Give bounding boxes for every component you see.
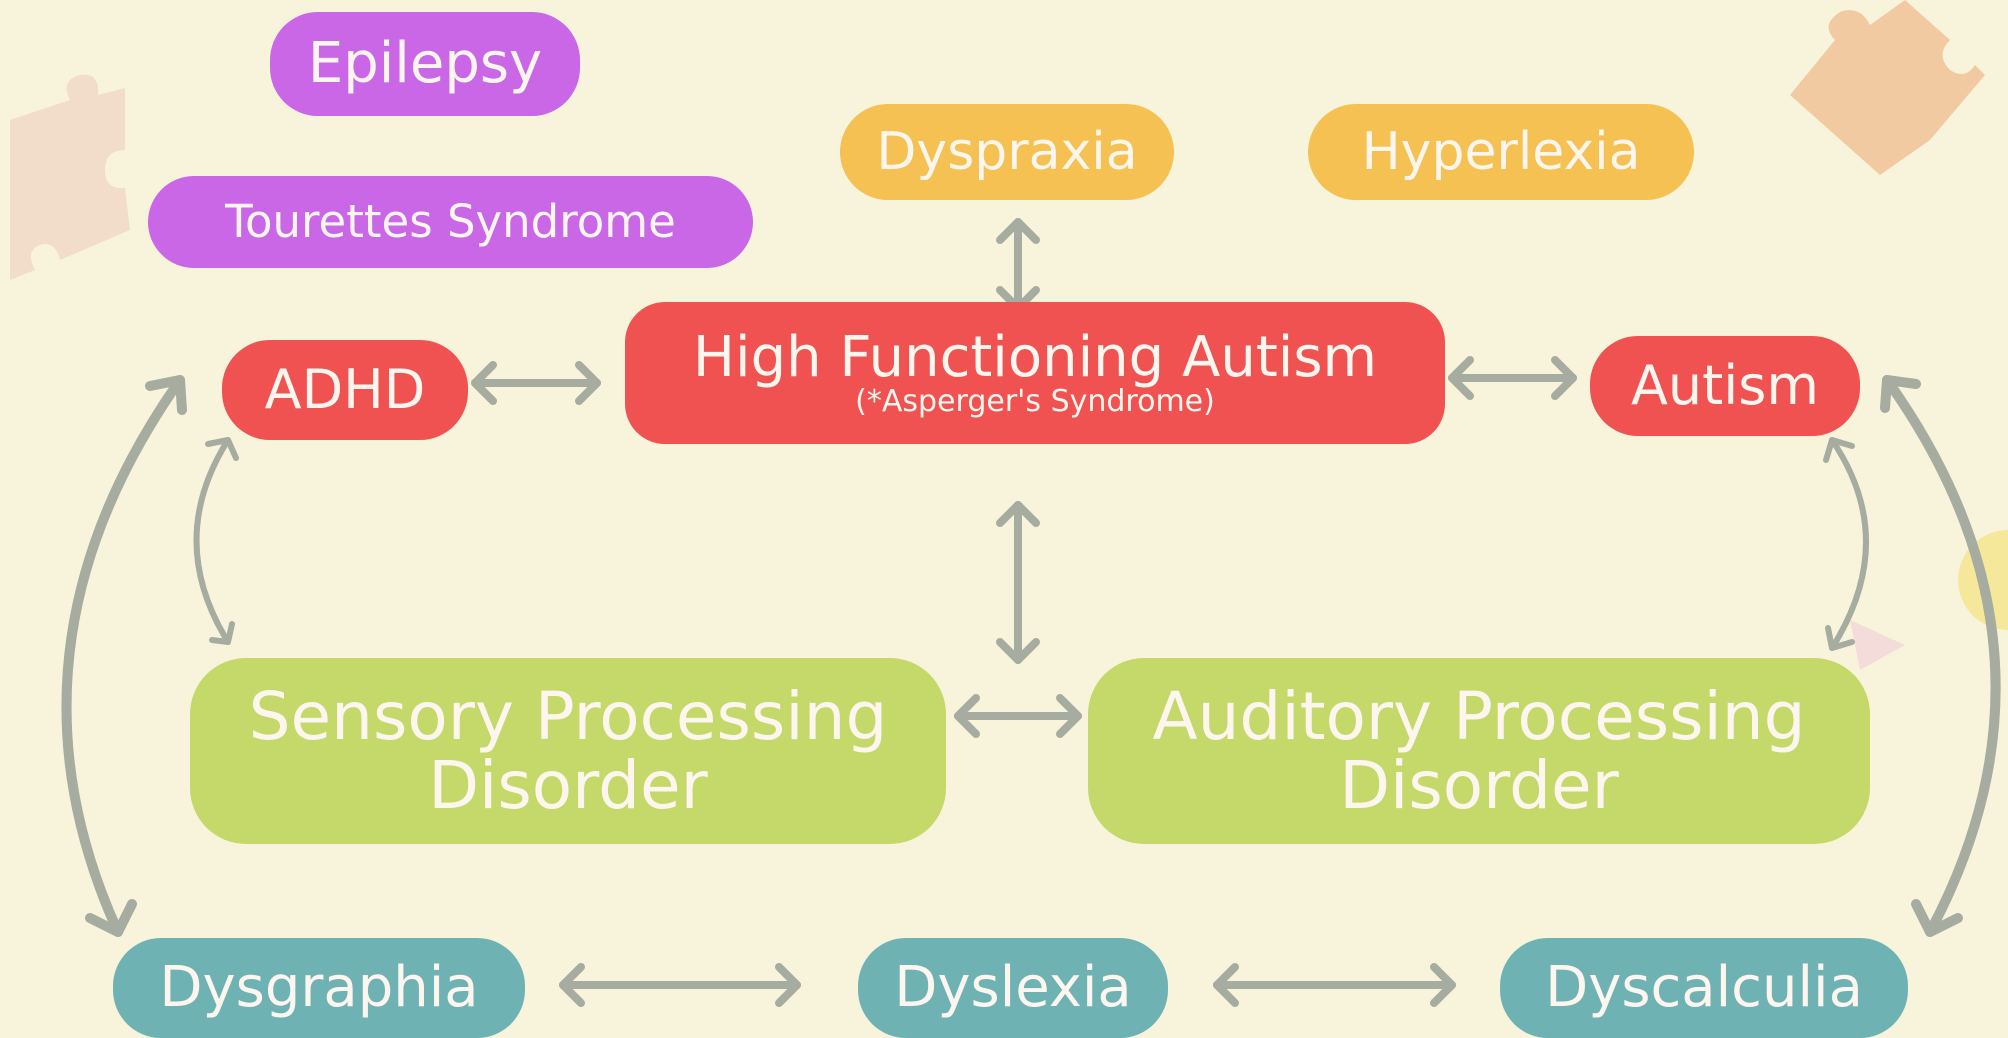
node-dyspraxia-label: Dyspraxia [876,121,1138,182]
node-spd-label-line2: Disorder [428,747,708,824]
node-sensory-processing-disorder: Sensory Processing Disorder [190,658,946,844]
puzzle-piece-icon [1790,0,1985,175]
node-adhd-label: ADHD [264,357,426,421]
node-hyperlexia-label: Hyperlexia [1361,121,1641,182]
arrow-dysgraphia-dyslexia [559,963,801,1007]
node-dyscalculia-label: Dyscalculia [1545,954,1863,1020]
arrow-spd-apd [954,694,1082,738]
node-apd-label-line1: Auditory Processing [1152,677,1806,755]
arrow-adhd-hfa [471,361,601,405]
arrow-adhd-dysgraphia [61,375,187,937]
arrow-dyspraxia-hfa [996,218,1040,312]
node-hyperlexia: Hyperlexia [1308,104,1694,200]
node-hfa-label: High Functioning Autism [692,324,1378,390]
node-spd-label-line1: Sensory Processing [248,677,888,755]
node-dyslexia-label: Dyslexia [894,954,1132,1020]
node-dysgraphia: Dysgraphia [113,938,525,1038]
node-dyscalculia: Dyscalculia [1500,938,1908,1038]
arrow-adhd-spd [193,437,239,645]
arrow-dyslexia-dyscalculia [1213,963,1456,1007]
puzzle-piece-icon [10,74,130,281]
arrow-hfa-autism [1448,356,1577,400]
node-tourettes-label: Tourettes Syndrome [225,195,676,249]
node-hfa-sublabel: (*Asperger's Syndrome) [855,384,1215,420]
node-high-functioning-autism: High Functioning Autism (*Asperger's Syn… [625,302,1445,444]
node-epilepsy-label: Epilepsy [307,30,543,96]
node-auditory-processing-disorder: Auditory Processing Disorder [1088,658,1870,844]
node-dyslexia: Dyslexia [858,938,1168,1038]
node-autism: Autism [1590,336,1860,436]
node-epilepsy: Epilepsy [270,12,580,116]
node-adhd: ADHD [222,340,468,440]
node-apd-label-line2: Disorder [1339,747,1619,824]
decorative-triangle [1850,620,1905,670]
node-dyspraxia: Dyspraxia [840,104,1174,200]
node-autism-label: Autism [1630,353,1820,417]
node-dysgraphia-label: Dysgraphia [159,954,479,1020]
arrow-hfa-center [996,501,1040,664]
node-tourettes: Tourettes Syndrome [148,176,753,268]
arrow-autism-dyscalculia [1880,375,2001,937]
arrow-autism-apd [1823,437,1869,651]
